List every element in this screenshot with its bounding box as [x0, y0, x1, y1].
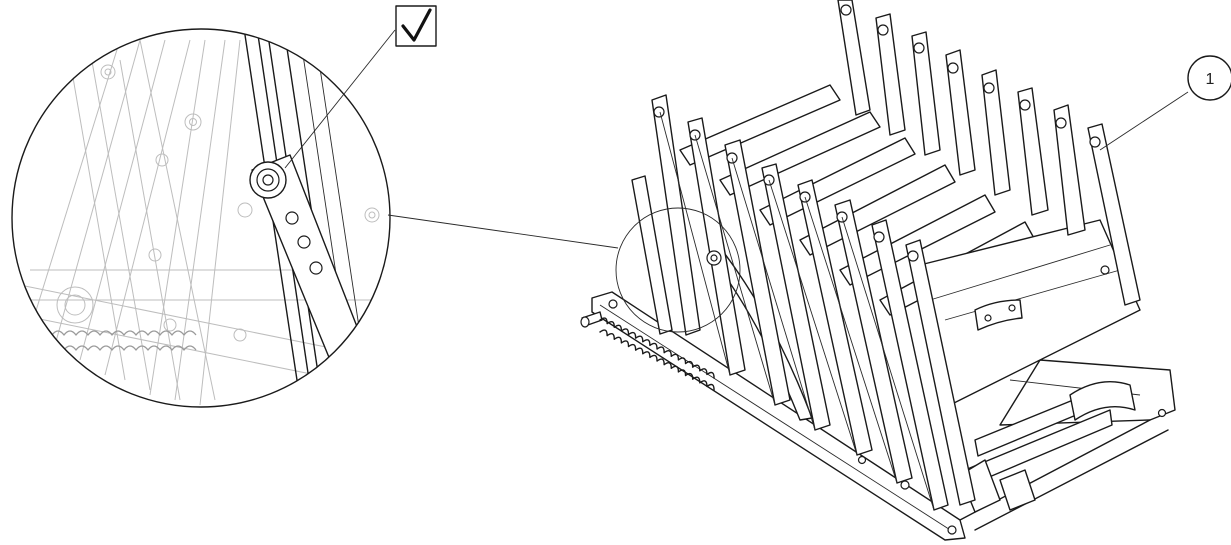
- detail-bolt-icon: [249, 161, 287, 199]
- ladder-assembly: [580, 0, 1176, 541]
- detail-circle-outline: [11, 28, 391, 408]
- detail-source-circle: [615, 207, 741, 333]
- cross-braces: [659, 111, 935, 511]
- detail-view-content: [19, 34, 390, 406]
- check-callout: [284, 5, 437, 169]
- balloon-number: 1: [1206, 71, 1215, 88]
- detail-leader-line: [387, 214, 619, 249]
- balloon-circle: [1187, 55, 1231, 101]
- balloon-callout: 1: [1099, 55, 1231, 151]
- steps: [679, 84, 1141, 406]
- check-mark-icon: [401, 8, 432, 42]
- pivot-pin: [580, 311, 603, 328]
- detail-view: [11, 28, 391, 408]
- balloon-leader-line: [1099, 91, 1189, 151]
- check-leader-line: [284, 29, 396, 169]
- base-frame: [591, 291, 1176, 541]
- back-rails: [837, 0, 1141, 306]
- tension-spring: [599, 317, 715, 391]
- detail-arm: [251, 154, 371, 373]
- front-rails: [631, 94, 976, 511]
